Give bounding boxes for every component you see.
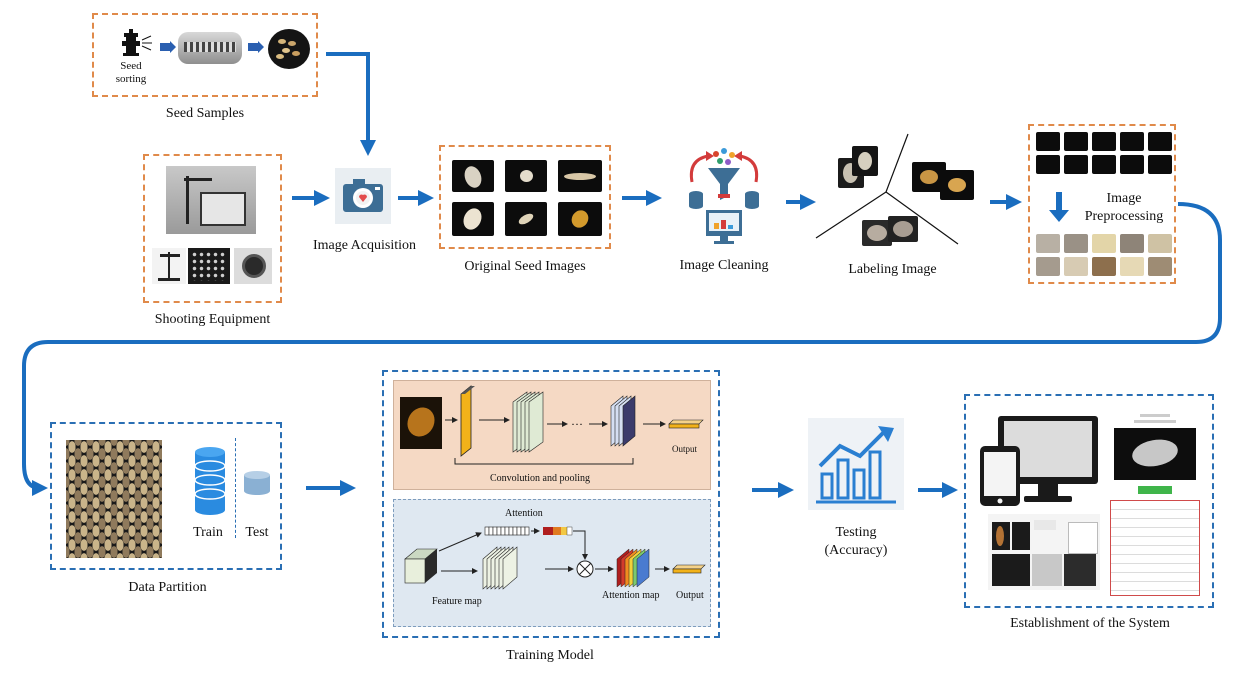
labeled-seed-image — [940, 170, 974, 200]
seed-dataset-image — [66, 440, 162, 558]
original-images-box — [439, 145, 611, 249]
seed-sorting-label: Seed sorting — [115, 60, 147, 85]
accuracy-label: (Accuracy) — [824, 543, 888, 558]
seed-thumbnail — [558, 202, 602, 236]
labeling-lines — [815, 133, 959, 245]
feature-stack — [482, 546, 518, 590]
seed-samples-label: Seed Samples — [165, 106, 245, 121]
app-result-table — [1110, 500, 1200, 596]
testing-label: Testing — [835, 525, 877, 540]
attention-diagram — [404, 526, 706, 590]
seed-dish-image — [268, 29, 310, 69]
image-acquisition-label: Image Acquisition — [312, 238, 417, 253]
cnn-diagram: ··· — [445, 385, 704, 465]
attention-output-label: Output — [676, 590, 704, 601]
arrow-icon — [160, 41, 176, 53]
attention-panel — [393, 499, 711, 627]
svg-text:···: ··· — [571, 417, 583, 431]
preprocess-grid-top — [1036, 132, 1172, 176]
cnn-panel — [393, 380, 711, 490]
seed-thumbnail — [558, 160, 602, 192]
cnn-output-label: Output — [672, 444, 698, 454]
tripod-image — [152, 248, 186, 284]
image-cleaning-label: Image Cleaning — [679, 258, 769, 273]
conv-stack — [512, 391, 544, 453]
convolution-pooling-label: Convolution and pooling — [490, 473, 590, 484]
arrow-icon — [248, 41, 264, 53]
train-label: Train — [193, 525, 223, 540]
seed-grid-image — [188, 248, 230, 284]
labeling-image-label: Labeling Image — [848, 262, 937, 277]
database-icon — [194, 447, 226, 515]
system-box — [964, 394, 1214, 608]
test-label: Test — [245, 525, 269, 540]
attention-vector — [484, 526, 530, 536]
bar-chart-icon — [808, 418, 904, 510]
image-preprocessing-box — [1028, 124, 1176, 284]
app-screenshot-top — [1110, 412, 1200, 498]
seed-samples-box — [92, 13, 318, 97]
labeled-seed-image — [852, 146, 878, 176]
preprocess-grid-bottom — [1036, 234, 1172, 278]
seed-thumbnail — [505, 160, 547, 192]
data-partition-label: Data Partition — [128, 580, 207, 595]
hydrant-icon — [122, 29, 152, 56]
camera-lens-image — [234, 248, 272, 284]
seed-thumbnail — [452, 160, 494, 192]
partition-divider — [235, 438, 236, 538]
training-model-label: Training Model — [506, 648, 594, 663]
seed-thumbnail — [505, 202, 547, 236]
deep-stack — [610, 395, 636, 447]
database-icon — [244, 471, 270, 495]
input-seed-image — [400, 397, 442, 449]
feature-map-label: Feature map — [432, 596, 482, 607]
image-preprocessing-label: Image Preprocessing — [1084, 191, 1164, 224]
labeled-seed-image — [888, 216, 918, 242]
photo-box-image — [166, 166, 256, 234]
seed-thumbnail — [452, 202, 494, 236]
phone-icon — [980, 446, 1020, 506]
shooting-equipment-label: Shooting Equipment — [154, 312, 271, 327]
sorting-machine-image — [178, 32, 242, 64]
attention-label: Attention — [505, 508, 543, 519]
camera-icon — [335, 168, 391, 224]
funnel-icon — [689, 148, 759, 244]
shooting-equipment-box — [143, 154, 282, 303]
labeled-seed-image — [862, 220, 892, 246]
app-screenshot-grid — [988, 514, 1100, 590]
original-seed-images-label: Original Seed Images — [464, 259, 586, 274]
training-model-box — [382, 370, 720, 638]
attention-map-stack — [616, 548, 650, 588]
data-partition-box — [50, 422, 282, 570]
attention-map-label: Attention map — [602, 590, 660, 601]
establishment-label: Establishment of the System — [1010, 616, 1170, 631]
arrow-down-icon — [1049, 192, 1069, 222]
